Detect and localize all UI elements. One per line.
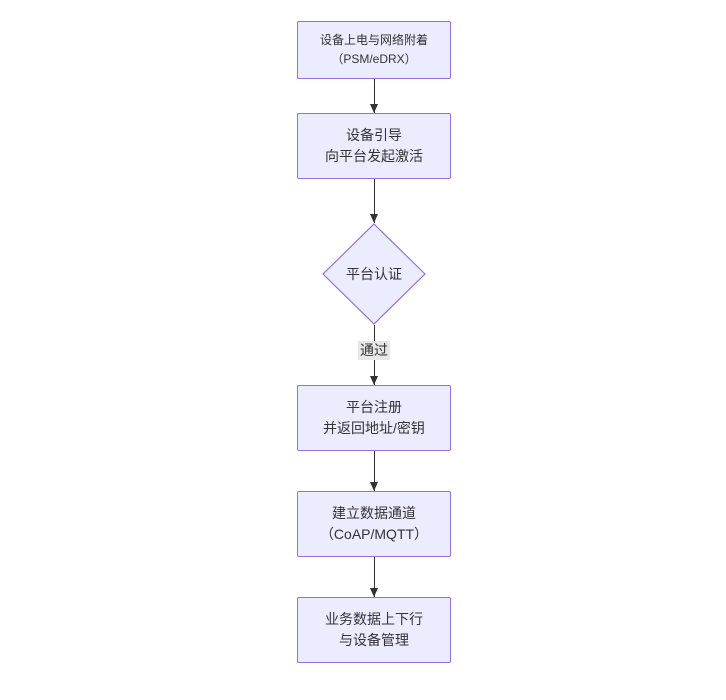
node-label-line: 设备上电与网络附着 <box>319 33 428 47</box>
node-label-line: 并返回地址/密钥 <box>323 420 425 436</box>
flow-node-data-channel: 建立数据通道 （CoAP/MQTT） <box>297 491 451 557</box>
arrowhead-down-icon <box>369 588 378 597</box>
flow-arrow-1 <box>369 79 378 113</box>
node-label-line: 建立数据通道 <box>332 505 416 521</box>
arrowhead-down-icon <box>369 482 378 491</box>
node-label-line: 设备引导 <box>346 127 402 143</box>
node-label-line: 向平台发起激活 <box>325 148 423 164</box>
node-label-line: （CoAP/MQTT） <box>319 526 429 542</box>
node-label-line: 业务数据上下行 <box>325 611 423 627</box>
flow-arrow-3: 通过 <box>358 325 390 385</box>
decision-label: 平台认证 <box>346 266 402 282</box>
flow-arrow-4 <box>369 451 378 491</box>
arrowhead-down-icon <box>369 376 378 385</box>
flow-node-business-data: 业务数据上下行 与设备管理 <box>297 597 451 663</box>
node-label-line: 与设备管理 <box>339 632 409 648</box>
edge-label-pass: 通过 <box>358 341 390 360</box>
flow-node-device-bootstrap: 设备引导 向平台发起激活 <box>297 113 451 179</box>
decision-platform-auth: 平台认证 <box>322 223 426 325</box>
flow-arrow-5 <box>369 557 378 597</box>
flow-node-platform-register: 平台注册 并返回地址/密钥 <box>297 385 451 451</box>
node-label-line: 平台注册 <box>346 399 402 415</box>
arrowhead-down-icon <box>369 214 378 223</box>
flow-arrow-2 <box>369 179 378 223</box>
diamond-shape <box>322 223 426 325</box>
node-label-line: （PSM/eDRX） <box>331 52 417 66</box>
arrowhead-down-icon <box>369 104 378 113</box>
flow-node-power-network-attach: 设备上电与网络附着 （PSM/eDRX） <box>297 21 451 79</box>
